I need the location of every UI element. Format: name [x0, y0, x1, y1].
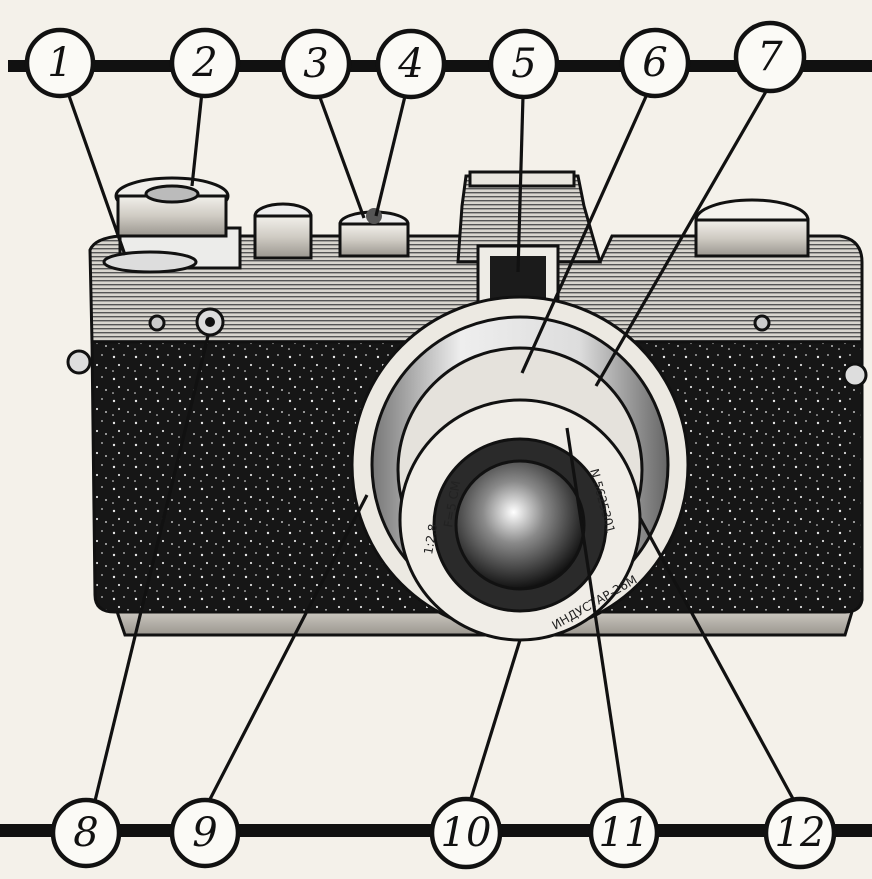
callout-6: 6	[622, 30, 688, 96]
small-knob	[255, 216, 311, 258]
callout-12: 12	[766, 799, 834, 867]
callout-12-label: 12	[775, 810, 826, 856]
leader-1	[67, 90, 125, 255]
callout-10-label: 10	[441, 810, 492, 856]
leader-3	[318, 92, 364, 218]
callout-3-label: 3	[303, 41, 328, 87]
callout-2: 2	[172, 30, 238, 96]
callout-9-label: 9	[192, 810, 217, 856]
callout-9: 9	[172, 800, 238, 866]
callout-8: 8	[53, 800, 119, 866]
callout-11-label: 11	[599, 810, 650, 856]
callout-5: 5	[491, 31, 557, 97]
right-strap-lug	[844, 364, 866, 386]
left-strap-lug	[68, 351, 90, 373]
callout-3: 3	[283, 31, 349, 97]
callout-7: 7	[736, 23, 804, 91]
callout-7-label: 7	[757, 34, 783, 80]
rewind-collar	[104, 252, 196, 272]
leader-10	[469, 640, 520, 805]
screw-left	[150, 316, 164, 330]
speed-dial	[696, 220, 808, 256]
leader-4	[376, 92, 406, 216]
callout-2-label: 2	[191, 40, 217, 86]
leader-2	[192, 92, 202, 186]
callout-11: 11	[591, 800, 657, 866]
lens-glass	[456, 461, 584, 589]
flash-sync-socket-hole	[205, 317, 215, 327]
callout-8-label: 8	[73, 810, 98, 856]
callout-4: 4	[378, 31, 444, 97]
camera-illustration: F=5 CM 1:2,8 ИНДУСТАР-26М N 5625301	[68, 172, 866, 640]
callout-5-label: 5	[511, 41, 536, 87]
shutter-release-knob	[340, 224, 408, 256]
callout-10: 10	[432, 799, 500, 867]
callout-4-label: 4	[397, 41, 423, 87]
shutter-release-button	[366, 208, 382, 224]
rewind-knob-center	[146, 186, 198, 202]
callout-1: 1	[27, 30, 93, 96]
callout-1-label: 1	[47, 40, 72, 86]
screw-right	[755, 316, 769, 330]
callout-6-label: 6	[642, 40, 667, 86]
